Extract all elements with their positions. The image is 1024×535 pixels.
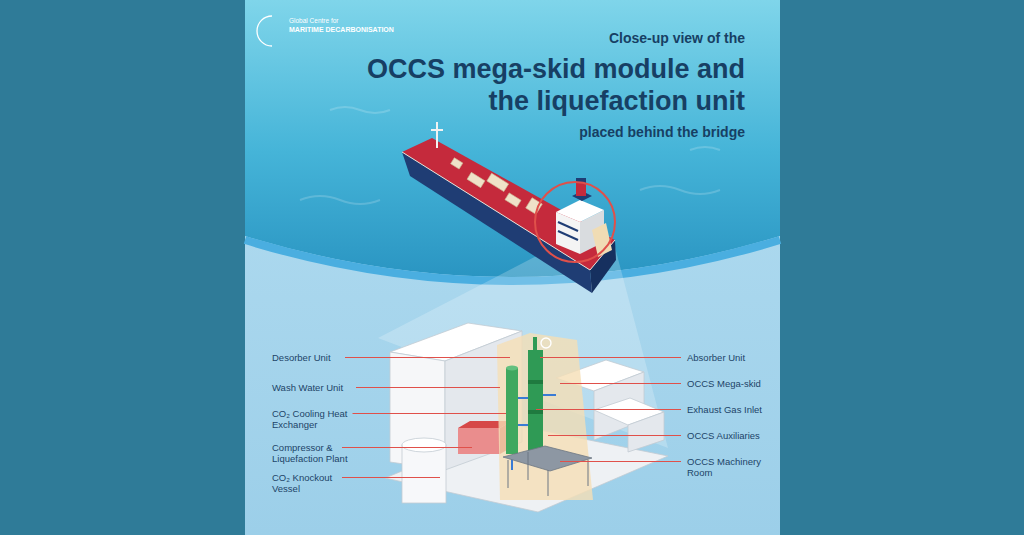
compressor-front: [458, 428, 500, 454]
cutaway-part: [541, 338, 551, 348]
deck-equipment: [451, 158, 543, 214]
mast: [436, 122, 438, 148]
deck-equipment-part: [467, 172, 485, 187]
leader-line: [536, 409, 681, 410]
part-label: OCCS Machinery Room: [687, 456, 767, 478]
cutaway-part: [506, 366, 518, 371]
machinery-room: [503, 446, 592, 471]
leader-lines: [342, 358, 681, 478]
heading-line: placed behind the bridge: [445, 124, 745, 141]
logo-text: MARITIME DECARBONISATION: [289, 26, 429, 34]
logo-text: Global Centre for: [289, 17, 409, 25]
megaskid-envelope: [497, 333, 593, 500]
leader-line: [345, 357, 510, 358]
part-label: Absorber Unit: [687, 352, 777, 363]
leader-line: [540, 357, 681, 358]
leader-line: [560, 461, 681, 462]
absorber-tower: [528, 350, 543, 456]
step-lower-side: [628, 412, 664, 452]
lower-panel: [245, 0, 780, 535]
superstructure: [556, 178, 612, 257]
ship: [402, 122, 616, 293]
cutaway-part: [508, 452, 588, 496]
cutaway-part: [533, 337, 537, 351]
part-label: Compressor & Liquefaction Plant: [272, 442, 367, 464]
part-label: OCCS Auxiliaries: [687, 430, 777, 441]
logo: [257, 16, 272, 46]
part-label: Exhaust Gas Inlet: [687, 404, 777, 415]
leader-line: [342, 477, 440, 478]
hull-side: [402, 152, 592, 293]
leader-line: [356, 387, 500, 388]
part-label: Wash Water Unit: [272, 382, 372, 393]
leader-line: [548, 435, 681, 436]
desorber-tower: [506, 368, 518, 454]
deck-equipment-part: [451, 158, 463, 169]
cutaway: [385, 323, 668, 512]
logo-ring: [257, 16, 272, 46]
highlight-circle: [535, 182, 615, 262]
part-label: Desorber Unit: [272, 352, 372, 363]
knockout-vessel: [402, 445, 446, 503]
deck-equipment-part: [505, 193, 521, 207]
superstructure-part: [558, 222, 578, 231]
mast-bar: [431, 129, 443, 131]
deck-rail: [402, 152, 615, 270]
leader-line: [342, 447, 472, 448]
deck: [402, 138, 615, 270]
vessel-top: [402, 438, 446, 452]
leader-line: [353, 413, 507, 414]
deck-equipment-part: [487, 173, 509, 191]
deck-equipment-part: [526, 198, 543, 215]
main-title: OCCS mega-skid module and the liquefacti…: [345, 54, 745, 118]
heading-line: Close-up view of the: [445, 30, 745, 47]
part-label: OCCS Mega-skid: [687, 378, 777, 389]
leader-line: [560, 383, 681, 384]
cutaway-part: [528, 380, 543, 384]
superstructure-part: [558, 231, 578, 240]
superstructure-part: [556, 200, 604, 222]
cutaway-part: [528, 410, 543, 414]
part-label: CO₂ Cooling Heat Exchanger: [272, 408, 348, 430]
part-label: CO₂ Knockout Vessel: [272, 472, 342, 494]
